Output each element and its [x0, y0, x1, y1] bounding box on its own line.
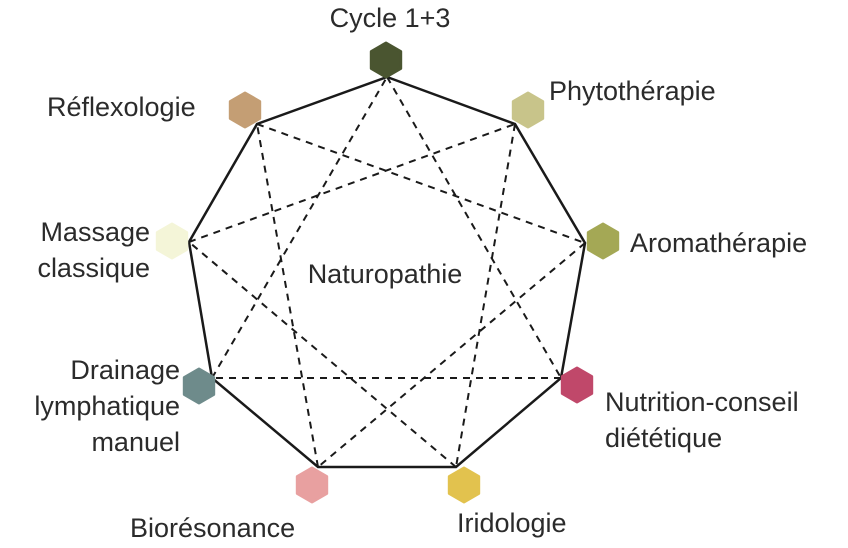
hexagon-marker [369, 41, 403, 79]
dashed-connector [188, 123, 516, 243]
label-line: lymphatique [34, 391, 180, 421]
label-line: manuel [91, 427, 180, 457]
hexagon-marker [447, 466, 481, 504]
label-massage: Massage classique [0, 214, 150, 286]
label-aromatherapie: Aromathérapie [630, 228, 808, 258]
hexagon-marker [586, 222, 620, 260]
dashed-connector [455, 123, 516, 468]
hexagon-marker [228, 91, 262, 129]
dashed-connector [256, 123, 319, 468]
label-line: diététique [605, 423, 723, 453]
label-iridologie: Iridologie [457, 508, 567, 538]
label-line: classique [37, 253, 150, 283]
label-cycle: Cycle 1+3 [329, 3, 451, 33]
label-line: Massage [40, 217, 150, 247]
center-label: Naturopathie [307, 259, 463, 289]
star-lines [188, 76, 586, 468]
hexagon-marker [560, 366, 594, 404]
dashed-connector [256, 123, 586, 244]
label-bioresonance: Biorésonance [130, 513, 296, 543]
label-reflexologie: Réflexologie [47, 92, 196, 122]
dashed-connector [211, 76, 388, 379]
dashed-connector [386, 76, 562, 379]
hexagon-marker [295, 466, 329, 504]
hexagon-marker [182, 367, 216, 405]
hexagon-marker [155, 222, 189, 260]
label-line: Nutrition-conseil [605, 387, 799, 417]
node-markers [155, 41, 620, 504]
hexagon-marker [511, 91, 545, 129]
label-drainage: Drainage lymphatique manuel [0, 352, 180, 460]
label-nutrition: Nutrition-conseil diététique [605, 384, 799, 456]
dashed-connector [317, 242, 586, 468]
label-phytotherapie: Phytothérapie [549, 76, 716, 106]
nonagon-outline [187, 75, 587, 469]
dashed-connector [188, 241, 457, 468]
label-line: Drainage [70, 355, 180, 385]
